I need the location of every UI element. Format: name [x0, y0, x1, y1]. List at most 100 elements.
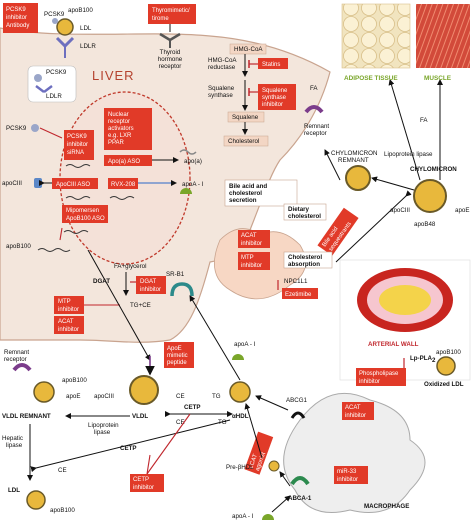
ldlr-inset-label: LDLR: [46, 93, 62, 100]
apob100-top-label: apoB100: [68, 7, 93, 14]
vldl-particle: [129, 375, 159, 405]
muscle-image: [416, 4, 470, 68]
thyroid-label-2: hormone: [158, 56, 183, 63]
drug-dgat-line-2: inhibitor: [140, 287, 161, 293]
ce-label-1: CE: [176, 393, 185, 400]
chylo-remnant-1: CHYLOMICRON: [331, 150, 377, 157]
vldl-label: VLDL: [132, 413, 148, 420]
drug-ezetimibe-label: Ezetimibe: [285, 292, 312, 298]
drug-nuclear-line-1: Nuclear: [108, 112, 129, 118]
apob100-ox-label: apoB100: [436, 349, 461, 356]
ce-label-3: CE: [58, 467, 67, 474]
remnant-rec-left-2: receptor: [4, 356, 27, 363]
drug-nuclear-line-2: receptor: [108, 119, 130, 125]
ce-label-2: CE: [176, 419, 185, 426]
drug-squalene-line-2: synthase: [262, 95, 287, 101]
apociii-right-label: apoCIII: [390, 207, 410, 214]
pcsk9-top-label: PCSK9: [44, 11, 65, 18]
chylo-remnant-2: REMNANT: [338, 157, 369, 164]
drug-cetp-line-1: CETP: [133, 477, 149, 483]
apoa1-nucleus-icon: [180, 188, 192, 194]
drug-pcsk9-sirna-line-3: siRNA: [67, 150, 84, 156]
drug-nuclear-receptor: Nuclear receptor activators e.g. LXR PPA…: [104, 108, 152, 150]
drug-pcsk9-sirna-line-2: inhibitor: [67, 142, 88, 148]
muscle-label: MUSCLE: [424, 75, 452, 82]
adipose-label: ADIPOSE TISSUE: [344, 75, 398, 82]
drug-mir33-line-1: miR-33: [337, 469, 357, 475]
chol-absorption-2: absorption: [288, 261, 320, 268]
abca1-icon: [290, 476, 310, 486]
drug-mir33-line-2: inhibitor: [337, 477, 358, 483]
drug-acat-left-line-2: inhibitor: [58, 327, 79, 333]
lp-pla2-label: Lp-PLA: [410, 355, 433, 362]
remnant-rec-right-1: Remnant: [304, 123, 329, 130]
apociii-left-label: apoCIII: [2, 180, 22, 187]
lipoprotein-lipase-mid-1: Lipoprotein: [88, 422, 119, 429]
alpha-hdl-particle: [229, 381, 251, 403]
dgat-label: DGAT: [93, 278, 110, 285]
dietary-chol-2: cholesterol: [288, 213, 321, 220]
drug-mir33: miR-33 inhibitor: [334, 466, 368, 484]
bile-sec-line-2: cholesterol: [229, 190, 262, 197]
ldlr-top-label: LDLR: [80, 43, 96, 50]
drug-acat-macro-line-2: inhibitor: [345, 413, 366, 419]
alpha-hdl-label: αHDL: [232, 413, 249, 420]
hepatic-lipase-2: lipase: [6, 442, 23, 449]
fa-label-2: FA: [420, 117, 428, 124]
squalene-synthase-2: synthase: [208, 92, 233, 99]
drug-squalene-line-3: inhibitor: [262, 102, 283, 108]
oxidized-ldl-label: Oxidized LDL: [424, 381, 464, 388]
drug-mtp-liver-line-2: inhibitor: [241, 263, 262, 269]
tg-label-2: TG: [218, 419, 227, 426]
drug-pcsk9-antibody-line-1: PCSK9: [6, 7, 26, 13]
drug-pcsk9-antibody-line-2: inhibitor: [6, 15, 27, 21]
drug-mtp-liver-line-1: MTP: [241, 255, 254, 261]
thyroid-label-1: Thyroid: [160, 49, 181, 56]
sr-b1-icon: [170, 282, 194, 297]
drug-apoe-mimetic: ApoE mimetic peptide: [164, 342, 194, 368]
pcsk9-top-icon: [52, 18, 58, 24]
drug-mipomersen-line-2: ApoB100 ASO: [66, 216, 105, 222]
lipoprotein-lipase-top: Lipoprotein lipase: [384, 151, 433, 158]
drug-mtp-left-line-1: MTP: [58, 299, 71, 305]
apoa-paren-label: apo(a): [184, 158, 202, 165]
apob48-label: apoB48: [414, 221, 436, 228]
drug-pcsk9-sirna-line-1: PCSK9: [67, 134, 87, 140]
drug-acat-macro-line-1: ACAT: [345, 405, 361, 411]
drug-apoa-aso: Apo(a) ASO: [104, 155, 152, 166]
drug-squalene-synthase-inhibitor: Squalene synthase inhibitor: [258, 84, 296, 110]
drug-mtp-liver: MTP inhibitor: [238, 252, 270, 270]
cetp-label-2: CETP: [120, 445, 137, 452]
drug-nuclear-line-5: PPAR: [108, 140, 125, 146]
ldl-bottom-particle: [26, 490, 46, 510]
apoa1-right-label: apoA - I: [234, 341, 256, 348]
lp-pla2-sub: 2: [432, 357, 436, 364]
drug-acat-liver: ACAT inhibitor: [238, 230, 270, 248]
drug-apoe-line-2: mimetic: [167, 353, 188, 359]
chol-absorption-1: Cholesterol: [288, 254, 322, 261]
remnant-receptor-left-icon: [12, 363, 32, 372]
drug-nuclear-line-3: activators: [108, 126, 134, 132]
arterial-wall-label: ARTERIAL WALL: [368, 341, 419, 348]
dietary-chol-1: Dietary: [288, 206, 310, 213]
drug-nuclear-line-4: e.g. LXR: [108, 133, 132, 139]
thyroid-label-3: receptor: [159, 63, 182, 70]
abcg1-icon: [290, 411, 306, 419]
bile-sec-line-1: Bile acid and: [229, 183, 267, 190]
apob100-mid-label: apoB100: [62, 377, 87, 384]
drug-phospholipase-line-1: Phospholipase: [359, 371, 399, 377]
apoa1-bottom-label: apoA - I: [232, 513, 254, 520]
chylo-remnant-particle: [345, 165, 371, 191]
pcsk9-inset-icon: [34, 74, 42, 82]
chylomicron-label: CHYLOMICRON: [410, 166, 457, 173]
sr-b1-label: SR-B1: [166, 271, 185, 278]
ldlr-inset-icon: [35, 85, 53, 93]
hmgcoa-reductase-1: HMG-CoA: [208, 57, 237, 64]
drug-ezetimibe: Ezetimibe: [282, 288, 318, 299]
squalene-label: Squalene: [232, 114, 259, 121]
chylomicron-particle: [413, 179, 447, 213]
ldl-bottom-label: LDL: [8, 487, 20, 494]
drug-rvx208: RVX-208: [108, 178, 138, 189]
drug-cetp-line-2: inhibitor: [133, 485, 154, 491]
drug-dgat: DGAT inhibitor: [136, 276, 166, 294]
